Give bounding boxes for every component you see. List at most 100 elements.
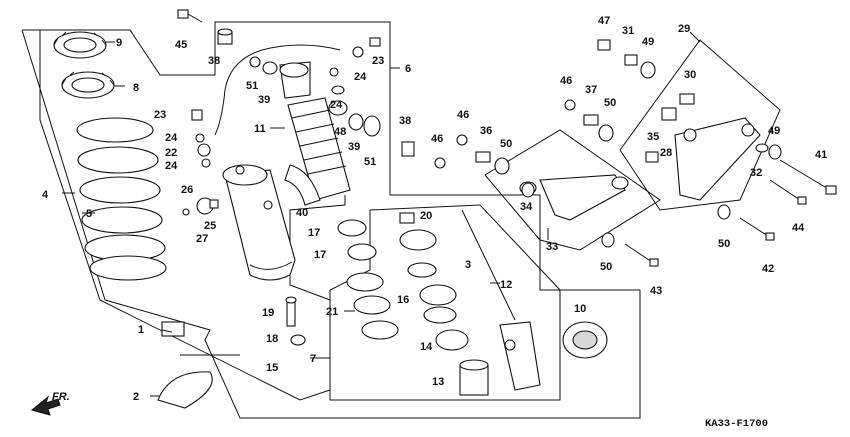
snap-ring-17b (347, 243, 377, 261)
knob-25 (209, 199, 219, 209)
callout-32: 32 (750, 167, 762, 179)
leader-lines (62, 31, 701, 397)
hose (214, 44, 341, 136)
callout-24b: 24 (165, 160, 178, 172)
bolt-43 (624, 243, 659, 267)
callout-40: 40 (296, 207, 308, 219)
callout-2: 2 (133, 391, 139, 403)
bushing-31 (624, 54, 638, 66)
callout-4: 4 (42, 189, 49, 201)
callout-25: 25 (204, 220, 216, 232)
callout-38b: 38 (399, 115, 411, 127)
callout-17a: 17 (308, 227, 320, 239)
bushing-37 (583, 114, 599, 126)
link-33 (519, 174, 629, 221)
callout-12: 12 (500, 279, 512, 291)
callout-30: 30 (684, 69, 696, 81)
callout-7: 7 (310, 353, 316, 365)
callout-49a: 49 (642, 36, 654, 48)
callout-8: 8 (133, 82, 139, 94)
ring-16b (353, 295, 391, 315)
front-arrow-icon (30, 395, 61, 416)
bolt-45 (177, 9, 203, 23)
callout-24c: 24 (354, 71, 367, 83)
callout-10: 10 (574, 303, 586, 315)
valve-19 (285, 296, 297, 327)
callout-46a: 46 (560, 75, 572, 87)
callout-17b: 17 (314, 249, 326, 261)
callout-50b: 50 (500, 138, 512, 150)
callout-5: 5 (86, 208, 92, 220)
callouts: 1 2 3 4 5 6 7 8 9 10 11 12 13 14 15 16 1… (42, 15, 827, 403)
callout-45: 45 (175, 39, 187, 51)
callout-51b: 51 (364, 156, 376, 168)
callout-9: 9 (116, 37, 122, 49)
shock-upper-11 (279, 61, 351, 201)
diagram-code: KA33-F1700 (705, 418, 768, 430)
oring-39 (262, 61, 278, 75)
callout-16: 16 (397, 294, 409, 306)
collar-38b (401, 141, 415, 157)
callout-24d: 24 (330, 99, 343, 111)
callout-31: 31 (622, 25, 634, 37)
nut-24 (352, 46, 364, 58)
seal-50 (598, 124, 614, 142)
nut-20 (399, 212, 415, 224)
callout-26: 26 (181, 184, 193, 196)
bolt-23-left (191, 109, 203, 121)
fitting-22 (197, 143, 211, 157)
washer-51 (249, 56, 261, 68)
callout-39a: 39 (258, 94, 270, 106)
cap-46 (564, 99, 576, 111)
callout-41: 41 (815, 149, 827, 161)
bolt-44 (769, 179, 807, 205)
seal-50d (601, 232, 615, 248)
sensor-1 (161, 321, 185, 337)
callout-27: 27 (196, 233, 208, 245)
callout-42: 42 (762, 263, 774, 275)
callout-22: 22 (165, 147, 177, 159)
callout-13: 13 (432, 376, 444, 388)
seal-49 (640, 61, 656, 79)
washer-24b (331, 85, 345, 95)
bushing-34 (521, 182, 535, 198)
washer-24-left-b (201, 158, 211, 168)
bearing-48 (328, 100, 348, 116)
arm-outline (619, 39, 781, 211)
callout-18: 18 (266, 333, 278, 345)
washer-24 (329, 67, 339, 77)
callout-37: 37 (585, 84, 597, 96)
callout-6: 6 (405, 63, 411, 75)
callout-44: 44 (792, 222, 805, 234)
bolt-23 (369, 37, 381, 47)
callout-14: 14 (420, 341, 433, 353)
callout-23b: 23 (372, 55, 384, 67)
callout-46c: 46 (431, 133, 443, 145)
collar-30 (679, 93, 695, 105)
callout-51a: 51 (246, 80, 258, 92)
callout-33: 33 (546, 241, 558, 253)
callout-11: 11 (254, 123, 266, 135)
washer-32 (755, 143, 769, 153)
bushing-36 (475, 151, 491, 163)
snap-ring-17a (337, 219, 367, 237)
seal-50b (494, 157, 510, 175)
stopper-13 (459, 359, 489, 396)
arm-29 (674, 117, 761, 201)
link-outline (484, 129, 661, 251)
bolt-42 (739, 217, 775, 241)
callout-19: 19 (262, 307, 274, 319)
piston-assembly-3 (399, 229, 457, 324)
nut-46 (434, 157, 446, 169)
collar-35 (661, 107, 677, 121)
bolt-41 (779, 159, 837, 195)
cap-18 (290, 334, 306, 346)
callout-49b: 49 (768, 125, 780, 137)
guard-40 (284, 164, 321, 206)
callout-36: 36 (480, 125, 492, 137)
ring-16a (346, 272, 384, 292)
screw-26 (182, 208, 190, 216)
callout-23a: 23 (154, 109, 166, 121)
